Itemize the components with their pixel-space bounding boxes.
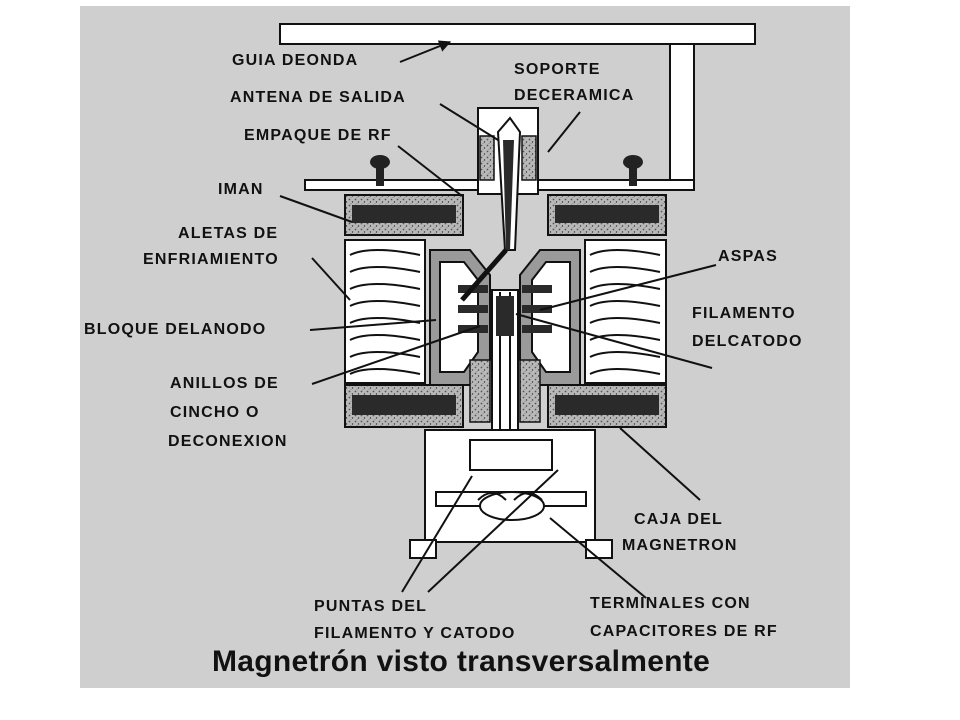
label-antena-de-salida: ANTENA DE SALIDA	[230, 89, 406, 106]
label-caja-line1: CAJA DEL	[634, 511, 724, 528]
diagram-caption: Magnetrón visto transversalmente	[212, 645, 711, 678]
magnetron-housing	[409, 429, 613, 559]
leader-lines	[279, 40, 717, 599]
label-bloque-del-anodo: BLOQUE DELANODO	[84, 321, 267, 338]
label-guia-de-onda: GUIA DEONDA	[232, 52, 359, 69]
screw-left	[370, 155, 390, 186]
anode-block	[429, 249, 581, 386]
cathode-filament	[469, 289, 541, 443]
label-filamento-line1: FILAMENTO	[692, 305, 796, 322]
label-anillos-line3: DECONEXION	[168, 433, 288, 450]
label-anillos-line2: CINCHO O	[170, 404, 260, 421]
label-anillos-line1: ANILLOS DE	[170, 375, 279, 392]
screw-right	[623, 155, 643, 186]
cooling-fins	[344, 239, 667, 384]
magnet	[344, 194, 667, 428]
output-antenna	[460, 107, 539, 302]
label-aletas-line1: ALETAS DE	[178, 225, 279, 242]
label-puntas-line2: FILAMENTO Y CATODO	[314, 625, 516, 642]
label-empaque-de-rf: EMPAQUE DE RF	[244, 127, 392, 144]
label-puntas-line1: PUNTAS DEL	[314, 598, 428, 615]
label-soporte-line1: SOPORTE	[514, 61, 601, 78]
label-iman: IMAN	[218, 181, 264, 198]
label-aspas: ASPAS	[718, 248, 778, 265]
label-soporte-line2: DECERAMICA	[514, 87, 635, 104]
label-caja-line2: MAGNETRON	[622, 537, 738, 554]
label-terminales-line1: TERMINALES CON	[590, 595, 751, 612]
label-terminales-line2: CAPACITORES DE RF	[590, 623, 778, 640]
label-aletas-line2: ENFRIAMIENTO	[143, 251, 279, 268]
label-filamento-line2: DELCATODO	[692, 333, 803, 350]
